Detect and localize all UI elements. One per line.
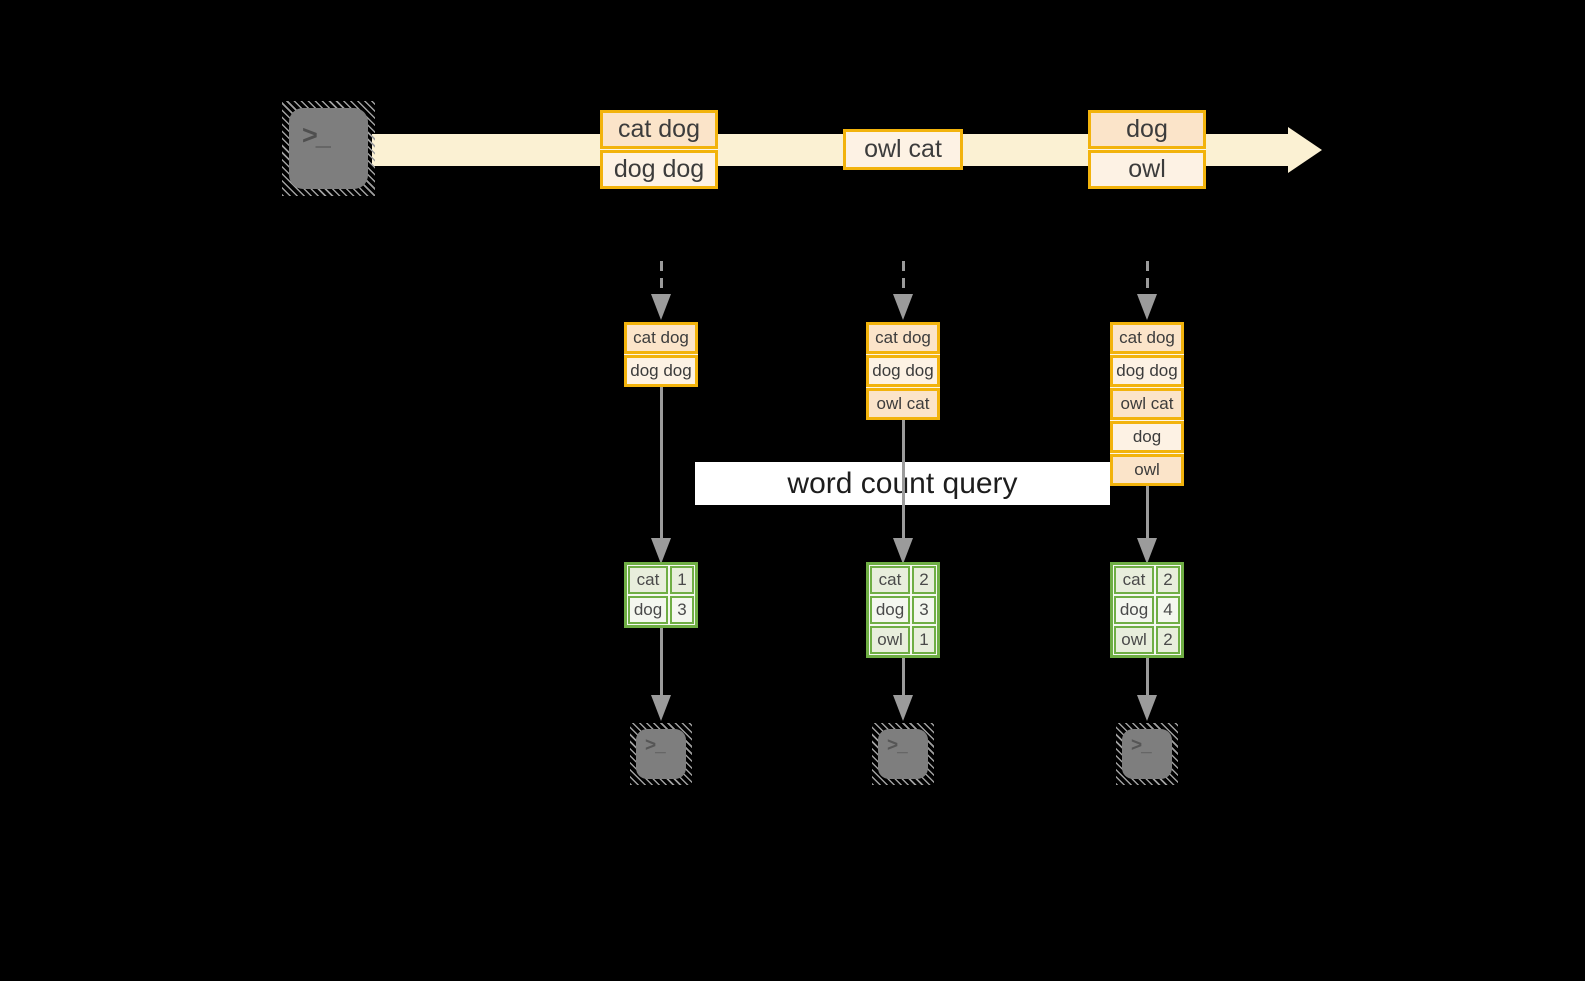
terminal-body: >_ <box>1122 729 1172 779</box>
dashed-arrow-line <box>659 261 663 295</box>
arrowhead-icon <box>1137 538 1157 564</box>
sink-terminal-icon: >_ <box>630 723 692 785</box>
record: dog dog <box>600 150 718 189</box>
prompt-icon: >_ <box>1131 735 1152 756</box>
arrowhead-icon <box>651 294 671 320</box>
count-table-2: cat 2 dog 3 owl 1 <box>866 562 940 658</box>
stream-arrowhead-icon <box>1288 127 1322 173</box>
arrowhead-icon <box>651 538 671 564</box>
count-table-3: cat 2 dog 4 owl 2 <box>1110 562 1184 658</box>
count-cell: 4 <box>1156 596 1180 624</box>
terminal-body: >_ <box>878 729 928 779</box>
record: cat dog <box>1110 322 1184 354</box>
dashed-arrow-line <box>1145 261 1149 295</box>
count-cell: 1 <box>670 566 694 594</box>
arrowhead-icon <box>1137 294 1157 320</box>
arrowhead-icon <box>893 538 913 564</box>
arrowhead-icon <box>651 695 671 721</box>
count-cell: 2 <box>1156 626 1180 654</box>
record: dog <box>1110 421 1184 453</box>
sink-terminal-icon: >_ <box>1116 723 1178 785</box>
arrowhead-icon <box>1137 695 1157 721</box>
record: cat dog <box>600 110 718 149</box>
record: owl cat <box>866 388 940 420</box>
count-cell: 3 <box>912 596 936 624</box>
count-cell: 2 <box>912 566 936 594</box>
arrowhead-icon <box>893 695 913 721</box>
word-cell: owl <box>870 626 910 654</box>
word-cell: cat <box>628 566 668 594</box>
word-cell: dog <box>1114 596 1154 624</box>
record: dog dog <box>624 355 698 387</box>
record: owl cat <box>1110 388 1184 420</box>
arrowhead-icon <box>893 294 913 320</box>
count-cell: 3 <box>670 596 694 624</box>
count-table-1: cat 1 dog 3 <box>624 562 698 628</box>
state-buffer-2: cat dog dog dog owl cat <box>866 322 940 420</box>
record: owl <box>1088 150 1206 189</box>
prompt-icon: >_ <box>645 735 666 756</box>
stream-event-box-3: dog owl <box>1088 110 1206 189</box>
state-buffer-1: cat dog dog dog <box>624 322 698 387</box>
word-cell: cat <box>1114 566 1154 594</box>
stream-event-box-2: owl cat <box>843 129 963 170</box>
word-cell: owl <box>1114 626 1154 654</box>
word-cell: cat <box>870 566 910 594</box>
record: dog dog <box>1110 355 1184 387</box>
prompt-icon: >_ <box>887 735 908 756</box>
sink-terminal-icon: >_ <box>872 723 934 785</box>
record: cat dog <box>624 322 698 354</box>
connector-line <box>1145 658 1149 696</box>
record: owl <box>1110 454 1184 486</box>
connector-line <box>901 658 905 696</box>
record: owl cat <box>843 129 963 170</box>
terminal-body: >_ <box>289 108 368 189</box>
count-cell: 2 <box>1156 566 1180 594</box>
connector-line <box>659 387 663 540</box>
record: cat dog <box>866 322 940 354</box>
word-cell: dog <box>870 596 910 624</box>
stream-event-box-1: cat dog dog dog <box>600 110 718 189</box>
record: dog dog <box>866 355 940 387</box>
connector-line <box>659 628 663 696</box>
record: dog <box>1088 110 1206 149</box>
source-terminal-icon: >_ <box>282 101 375 196</box>
dashed-arrow-line <box>901 261 905 295</box>
terminal-body: >_ <box>636 729 686 779</box>
connector-line <box>1145 486 1149 540</box>
prompt-icon: >_ <box>302 120 331 150</box>
state-buffer-3: cat dog dog dog owl cat dog owl <box>1110 322 1184 486</box>
word-cell: dog <box>628 596 668 624</box>
count-cell: 1 <box>912 626 936 654</box>
connector-line <box>901 420 905 540</box>
